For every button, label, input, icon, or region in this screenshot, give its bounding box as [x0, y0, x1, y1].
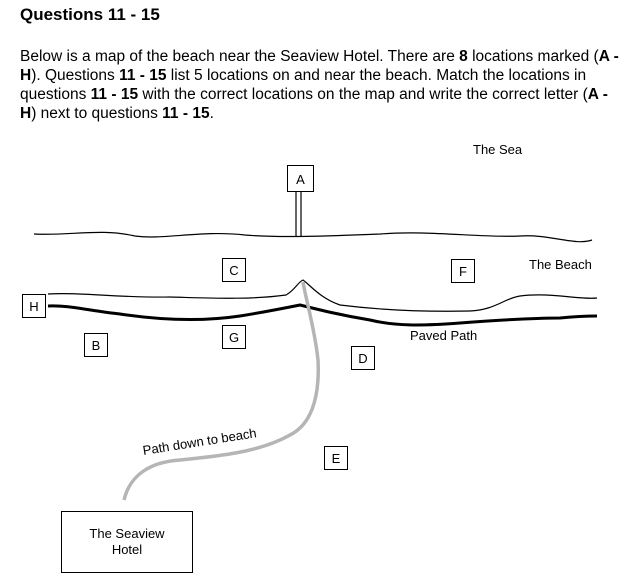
marker-h: H [22, 294, 46, 318]
marker-d: D [351, 346, 375, 370]
instructions-paragraph: Below is a map of the beach near the Sea… [20, 48, 619, 122]
marker-b: B [84, 333, 108, 357]
page-title: Questions 11 - 15 [20, 5, 160, 24]
beach-edge [47, 279, 598, 312]
hotel-label-line2: Hotel [111, 542, 143, 557]
marker-a: A [287, 165, 314, 192]
paved-path-label: Paved Path [410, 328, 478, 343]
marker-c: C [222, 258, 246, 282]
sea-shoreline [33, 231, 593, 243]
sea-label: The Sea [473, 142, 523, 157]
hotel-label-line1: The Seaview [89, 526, 165, 541]
paved-path-line [47, 303, 598, 327]
path-down-line [122, 281, 320, 501]
marker-e: E [324, 446, 348, 470]
hotel-box: The Seaview Hotel [61, 511, 193, 573]
marker-g: G [222, 325, 246, 349]
beach-label: The Beach [529, 257, 592, 272]
marker-f: F [451, 259, 475, 283]
